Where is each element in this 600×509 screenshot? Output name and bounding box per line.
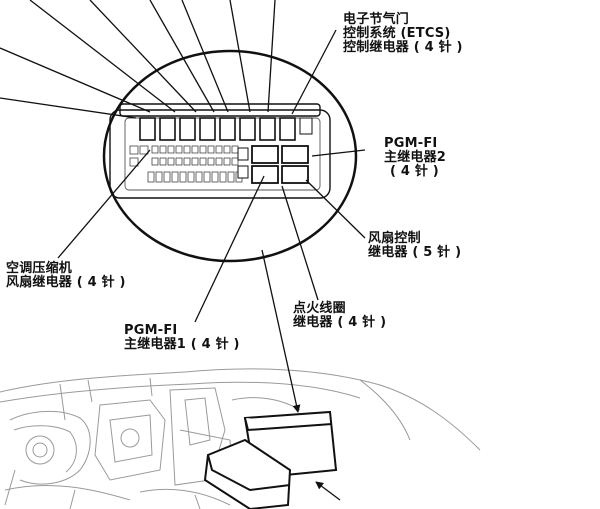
relay-box-location (203, 410, 338, 509)
ignition-line2: 继电器 ( 4 针 ) (293, 315, 387, 330)
etcs-line2: 控制系统 (ETCS) (343, 26, 451, 41)
engine-bay-sketch (0, 368, 481, 509)
fan-line2: 继电器 ( 5 针 ) (368, 245, 462, 260)
fan-line1: 风扇控制 (368, 231, 421, 246)
right-relay-block (237, 145, 309, 184)
ignition-line1: 点火线圈 (293, 301, 346, 316)
ac-line1: 空调压缩机 (6, 261, 73, 276)
pgm1-line1: PGM-FI (124, 323, 178, 338)
pgm-fi-main-relay-2-label: PGM-FI 主继电器2 ( 4 针 ) (384, 137, 446, 179)
top-relay-row (139, 117, 313, 141)
ac-compressor-fan-relay-label: 空调压缩机 风扇继电器 ( 4 针 ) (6, 262, 126, 290)
etcs-relay-label: 电子节气门 控制系统 (ETCS) 控制继电器 ( 4 针 ) (343, 13, 463, 55)
fuse-rows (129, 145, 243, 183)
leader-lines (0, 0, 366, 501)
etcs-line1: 电子节气门 (343, 12, 410, 27)
pgm1-line2: 主继电器1 ( 4 针 ) (124, 337, 240, 352)
fan-control-relay-label: 风扇控制 继电器 ( 5 针 ) (368, 232, 461, 260)
ignition-coil-relay-label: 点火线圈 继电器 ( 4 针 ) (293, 302, 386, 330)
pgm2-line3: ( 4 针 ) (390, 164, 439, 179)
ac-line2: 风扇继电器 ( 4 针 ) (6, 275, 126, 290)
pgm-fi-main-relay-1-label: PGM-FI 主继电器1 ( 4 针 ) (124, 324, 240, 352)
pgm2-line1: PGM-FI (384, 136, 438, 151)
etcs-line3: 控制继电器 ( 4 针 ) (343, 40, 463, 55)
pgm2-line2: 主继电器2 (384, 150, 447, 165)
detail-oval (102, 49, 358, 263)
